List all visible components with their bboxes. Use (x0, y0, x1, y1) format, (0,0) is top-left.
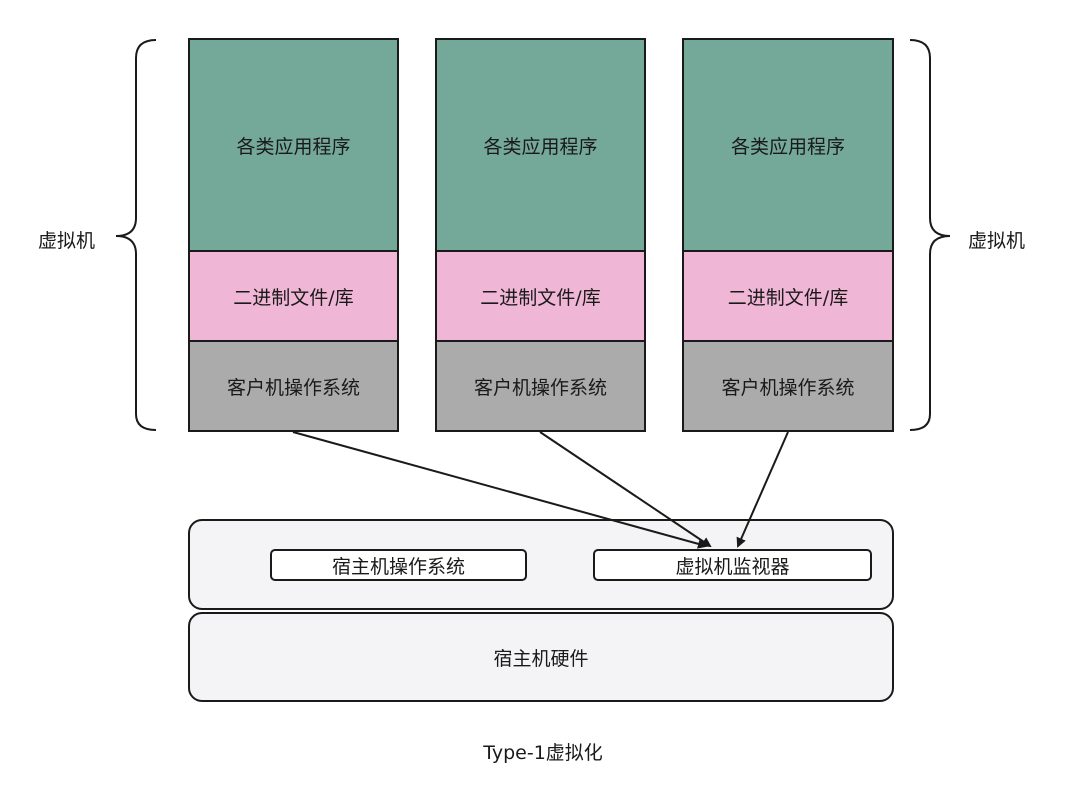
diagram-caption: Type-1虚拟化 (483, 742, 603, 764)
binaries-libs-block: 二进制文件/库 (435, 250, 646, 342)
guest-os-block: 客户机操作系统 (435, 340, 646, 432)
guest-os-block: 客户机操作系统 (188, 340, 399, 432)
apps-block: 各类应用程序 (435, 38, 646, 252)
arrow-vm2-to-hypervisor (539, 431, 712, 548)
arrow-vm1-to-hypervisor (292, 431, 708, 549)
apps-block: 各类应用程序 (188, 38, 399, 252)
host-os-box: 宿主机操作系统 (270, 549, 527, 581)
hypervisor-box: 虚拟机监视器 (593, 549, 872, 581)
left-brace (115, 39, 157, 431)
right-brace (909, 39, 951, 431)
apps-block: 各类应用程序 (682, 38, 894, 252)
hardware-layer (188, 612, 894, 702)
left-vm-label: 虚拟机 (38, 230, 96, 252)
hardware-label: 宿主机硬件 (493, 647, 589, 670)
right-vm-label: 虚拟机 (968, 230, 1026, 252)
guest-os-block: 客户机操作系统 (682, 340, 894, 432)
binaries-libs-block: 二进制文件/库 (188, 250, 399, 342)
arrow-vm3-to-hypervisor (736, 431, 789, 548)
binaries-libs-block: 二进制文件/库 (682, 250, 894, 342)
